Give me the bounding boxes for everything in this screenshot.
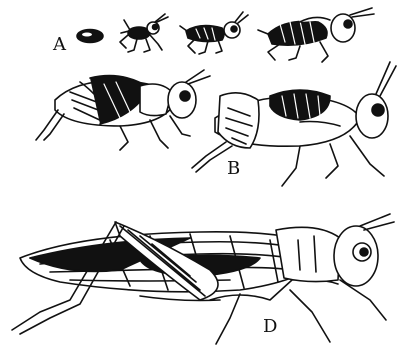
adult-grasshopper-drawing (12, 214, 394, 344)
nymph-stage-2-drawing (180, 12, 248, 54)
egg-drawing (77, 30, 103, 43)
nymph-stage-5-drawing (192, 62, 396, 186)
nymph-stage-3-drawing (258, 8, 374, 62)
nymph-stage-4-drawing (36, 70, 210, 150)
nymph-stage-1-drawing (120, 14, 168, 52)
stage-a-label: A (53, 36, 66, 54)
stage-d-label: D (263, 318, 277, 336)
stage-b-label: B (227, 160, 240, 178)
